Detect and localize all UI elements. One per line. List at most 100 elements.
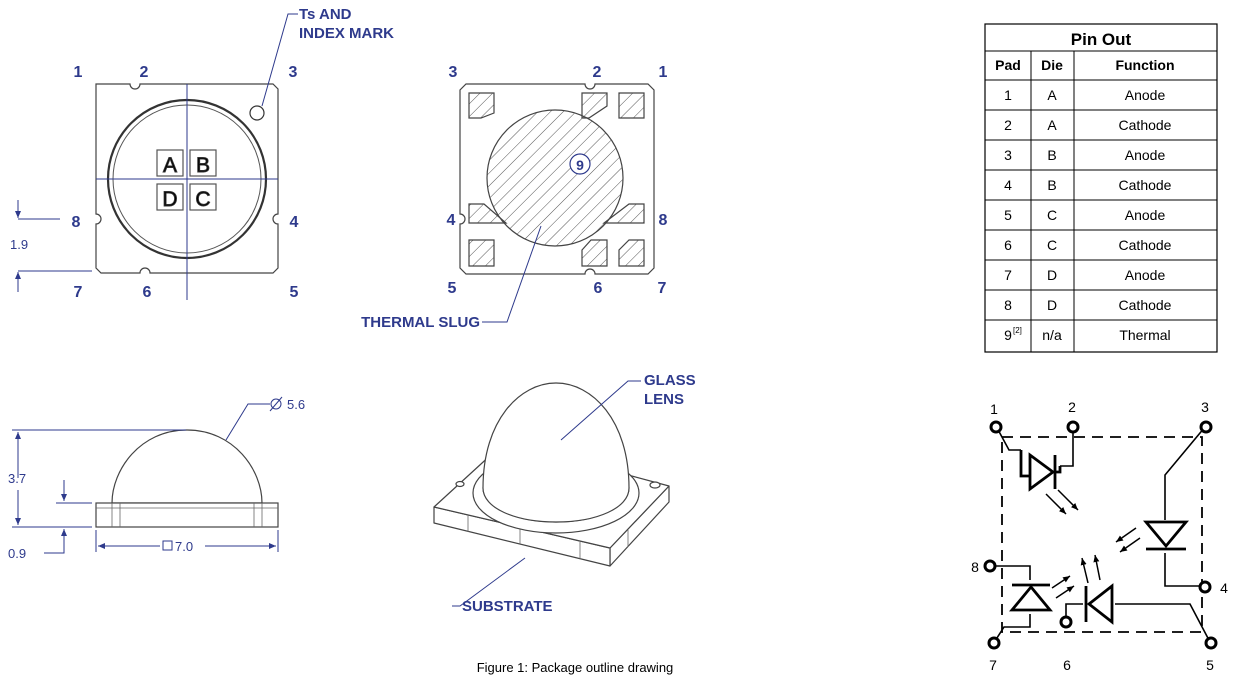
bottom-view: 9 3 2 1 4 8 5 6 7 THERMAL SLUG: [361, 64, 667, 331]
die-a-label: A: [163, 154, 177, 177]
bottom-pin-5: 5: [448, 280, 457, 297]
table-cell-function: Anode: [1125, 87, 1166, 103]
width-dimension: 7.0: [95, 530, 279, 554]
table-cell-pad: 4: [1004, 177, 1012, 193]
table-cell-function: Anode: [1125, 267, 1166, 283]
thermal-slug-pad: [486, 109, 624, 247]
substrate-callout: SUBSTRATE: [452, 557, 553, 615]
table-cell-function: Cathode: [1119, 237, 1172, 253]
glass-lens-callout: GLASS LENS: [560, 372, 696, 441]
table-cell-die: D: [1047, 297, 1057, 313]
table-cell-function: Cathode: [1119, 297, 1172, 313]
schematic-pin-6: 6: [1063, 657, 1071, 673]
table-cell-pad: 1: [1004, 87, 1012, 103]
die-d: D: [156, 183, 184, 211]
pad-2: [581, 92, 608, 119]
wire-pin2: [1060, 426, 1074, 467]
substrate-base: [95, 502, 279, 528]
table-row: 1 A Anode: [1004, 87, 1165, 103]
table-title: Pin Out: [1071, 30, 1132, 49]
pad-3: [468, 92, 495, 119]
top-pin-3: 3: [289, 64, 298, 81]
table-row: 2 A Cathode: [1004, 117, 1172, 133]
top-pin-2: 2: [140, 64, 149, 81]
bottom-pin-1: 1: [659, 64, 668, 81]
dome-profile: [111, 429, 263, 504]
table-cell-die: D: [1047, 267, 1057, 283]
terminal-2: [1066, 420, 1080, 434]
terminal-7: [987, 636, 1001, 650]
top-view: A B D C 1 2 3 4 8 7 6 5 1.9 T: [10, 6, 394, 301]
table-header-function: Function: [1115, 57, 1174, 73]
table-cell-die: B: [1047, 177, 1056, 193]
bottom-pin-3: 3: [449, 64, 458, 81]
substrate-label: SUBSTRATE: [462, 598, 553, 615]
top-pin-7: 7: [74, 284, 83, 301]
table-cell-pad: 2: [1004, 117, 1012, 133]
table-cell-function: Thermal: [1119, 327, 1170, 343]
bottom-pin-4: 4: [447, 212, 456, 229]
schematic-pin-1: 1: [990, 401, 998, 417]
table-cell-die: n/a: [1042, 327, 1062, 343]
side-view: 5.6 3.7 0.9 7.0: [8, 396, 305, 561]
wire-pin3: [1164, 426, 1206, 520]
terminal-5: [1204, 636, 1218, 650]
glass-lens-label-line2: LENS: [644, 391, 684, 408]
table-cell-function: Anode: [1125, 207, 1166, 223]
led-d-diode: [1009, 583, 1053, 612]
diameter-value: 5.6: [287, 397, 305, 412]
bottom-pin-6: 6: [594, 280, 603, 297]
wire-pin7: [994, 614, 1031, 642]
diameter-callout: 5.6: [225, 396, 305, 441]
pad-6: [581, 239, 608, 267]
figure-caption: Figure 1: Package outline drawing: [477, 660, 674, 675]
thermal-pad-marker: [569, 153, 591, 175]
table-cell-die: A: [1047, 117, 1057, 133]
ts-index-label-line2: INDEX MARK: [299, 25, 394, 42]
schematic-pin-labels: 1 2 3 4 5 6 7 8: [971, 399, 1228, 673]
schematic-pin-4: 4: [1220, 580, 1228, 596]
top-pin-1: 1: [74, 64, 83, 81]
die-b: B: [189, 149, 217, 177]
pad-8: [602, 203, 645, 224]
die-b-label: B: [196, 154, 210, 177]
height-value: 3.7: [8, 471, 26, 486]
table-cell-pad-footnote: [2]: [1013, 326, 1022, 335]
wire-pin8: [993, 565, 1031, 580]
schematic-terminals: [983, 420, 1218, 650]
top-pin-4: 4: [290, 214, 299, 231]
schematic-pin-3: 3: [1201, 399, 1209, 415]
pitch-value: 1.9: [10, 237, 28, 252]
terminal-1: [989, 420, 1003, 434]
top-pin-6: 6: [143, 284, 152, 301]
base-height-value: 0.9: [8, 546, 26, 561]
schematic-pin-7: 7: [989, 657, 997, 673]
pitch-dimension: 1.9: [10, 200, 92, 292]
ts-index-label-line1: Ts AND: [299, 6, 352, 23]
table-cell-function: Cathode: [1119, 117, 1172, 133]
table-cell-pad: 6: [1004, 237, 1012, 253]
top-pin-5: 5: [290, 284, 299, 301]
table-cell-pad: 9: [1004, 327, 1012, 343]
thermal-slug-label: THERMAL SLUG: [361, 314, 480, 331]
wire-pin6: [1065, 603, 1083, 619]
table-row-lines: [985, 109, 1217, 321]
index-mark-dot: [249, 105, 265, 121]
iso-index-mark: [649, 481, 661, 489]
bottom-pin-8: 8: [659, 212, 668, 229]
bottom-pin-2: 2: [593, 64, 602, 81]
table-cell-pad: 3: [1004, 147, 1012, 163]
thermal-pad-number: 9: [576, 157, 584, 173]
bottom-pin-7: 7: [658, 280, 667, 297]
iso-glass-lens: [482, 382, 630, 523]
wire-pin5: [1115, 603, 1211, 643]
pad-5: [468, 239, 495, 267]
schematic: [983, 420, 1218, 650]
height-dimension: 3.7: [8, 429, 186, 528]
table-cell-die: B: [1047, 147, 1056, 163]
table-cell-die: A: [1047, 87, 1057, 103]
